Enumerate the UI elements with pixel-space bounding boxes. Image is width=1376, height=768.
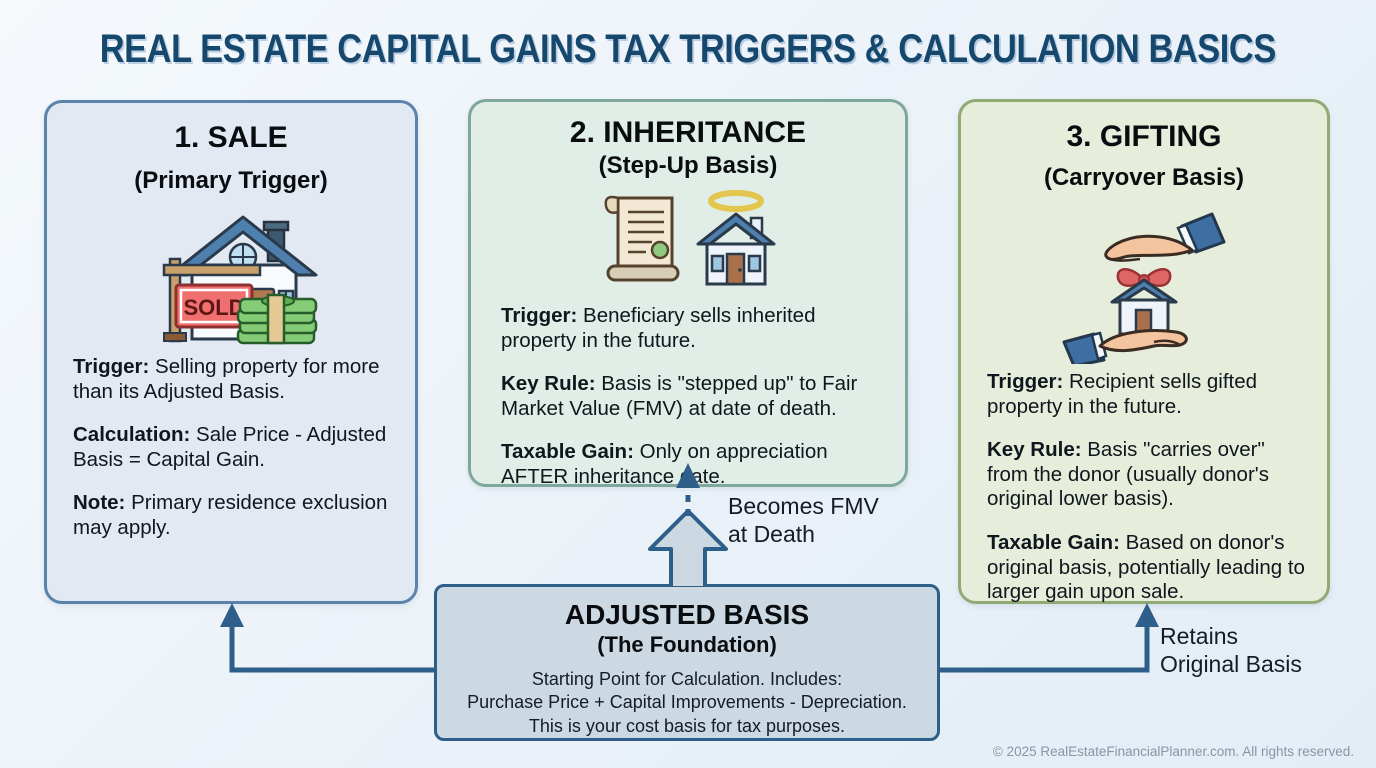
adjusted-basis-subheading: (The Foundation) — [597, 632, 777, 657]
card-gifting-subheading: (Carryover Basis) — [1043, 164, 1245, 191]
adjusted-basis-description: Starting Point for Calculation. Includes… — [467, 669, 907, 736]
becomes-fmv-annotation: Becomes FMV at Death — [728, 493, 879, 548]
card-inheritance-subheading: (Step-Up Basis) — [598, 152, 778, 179]
will-scroll-halo-house-icon — [588, 188, 788, 292]
card-gifting: 3. GIFTING (Carryover Basis) — [958, 99, 1330, 604]
copyright-text: © 2025 RealEstateFinancialPlanner.com. A… — [992, 744, 1354, 759]
sold-house-cash-icon: SOLD — [140, 205, 322, 347]
card-sale: 1. SALE (Primary Trigger) — [44, 100, 418, 604]
card-gifting-body: Trigger: Recipient sells gifted property… — [961, 362, 1327, 624]
inheritance-keyrule-text: Key Rule: Basis is "stepped up" to Fair … — [501, 372, 858, 420]
page-title: REAL ESTATE CAPITAL GAINS TAX TRIGGERS &… — [99, 27, 1277, 71]
gifting-keyrule-text: Key Rule: Basis "carries over" from the … — [987, 438, 1269, 511]
sale-note-text: Note: Primary residence exclusion may ap… — [73, 491, 388, 539]
card-sale-heading: 1. SALE — [174, 121, 288, 154]
retains-basis-annotation: Retains Original Basis — [1160, 623, 1302, 678]
hands-gift-house-icon — [1054, 204, 1234, 368]
gifting-trigger-text: Trigger: Recipient sells gifted property… — [987, 370, 1258, 418]
sale-connector-arrow — [220, 603, 434, 673]
gifting-taxablegain-text: Taxable Gain: Based on donor's original … — [987, 530, 1305, 604]
card-inheritance-heading: 2. INHERITANCE — [569, 116, 807, 149]
card-inheritance: 2. INHERITANCE (Step-Up Basis) — [468, 99, 908, 488]
adjusted-basis-box: ADJUSTED BASIS (The Foundation) Starting… — [434, 584, 940, 741]
card-sale-body: Trigger: Selling property for more than … — [47, 347, 415, 560]
inheritance-trigger-text: Trigger: Beneficiary sells inherited pro… — [501, 304, 816, 352]
card-inheritance-body: Trigger: Beneficiary sells inherited pro… — [471, 292, 905, 509]
card-gifting-heading: 3. GIFTING — [1066, 120, 1222, 153]
sale-calculation-text: Calculation: Sale Price - Adjusted Basis… — [73, 423, 387, 471]
card-sale-subheading: (Primary Trigger) — [134, 167, 328, 194]
sale-trigger-text: Trigger: Selling property for more than … — [73, 355, 380, 403]
adjusted-basis-heading: ADJUSTED BASIS — [564, 599, 810, 630]
inheritance-taxablegain-text: Taxable Gain: Only on appreciation AFTER… — [501, 440, 828, 488]
svg-text:SOLD: SOLD — [183, 295, 244, 320]
